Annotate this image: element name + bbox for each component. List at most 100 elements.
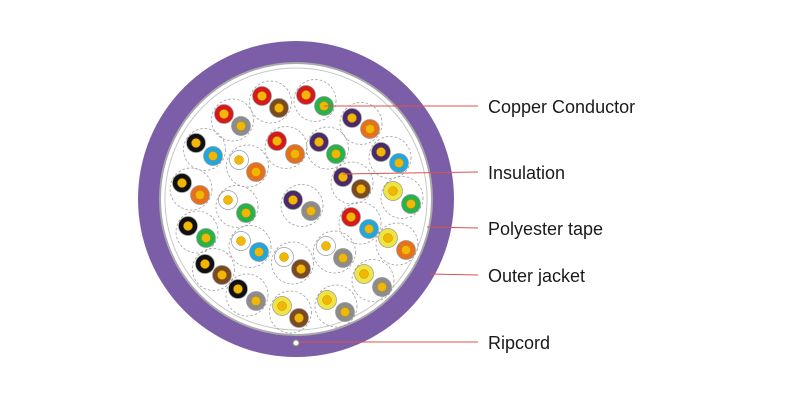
pair-outline	[368, 136, 412, 179]
twisted-pair	[228, 225, 272, 268]
wire-conductor	[331, 149, 341, 159]
wire-conductor	[406, 199, 416, 209]
twisted-pair	[225, 273, 269, 317]
pair-outline	[314, 284, 358, 328]
twisted-pair	[271, 241, 314, 285]
wire-conductor	[236, 236, 246, 246]
wire-conductor	[356, 184, 366, 194]
pair-outline	[175, 210, 219, 254]
wire-conductor	[219, 109, 229, 119]
insulation-leader-line	[342, 171, 479, 175]
pair-outline	[192, 248, 235, 291]
twisted-pair	[215, 185, 259, 228]
twisted-pair	[313, 230, 356, 274]
wire-conductor	[340, 307, 350, 317]
pair-outline	[269, 290, 312, 334]
jacket-leader-line	[429, 273, 479, 276]
wire-conductor	[359, 269, 369, 279]
wire-conductor	[288, 195, 298, 205]
twisted-pair	[226, 144, 269, 188]
wire-conductor	[241, 208, 251, 218]
pair-outline	[225, 273, 269, 317]
wire-conductor	[277, 301, 287, 311]
wire-conductor	[183, 221, 193, 231]
twisted-pair	[306, 126, 349, 170]
wire-conductor	[208, 151, 218, 161]
wire-conductor	[376, 147, 386, 157]
pair-outline	[330, 161, 374, 205]
wire-conductor	[377, 282, 387, 292]
wire-conductor	[388, 186, 398, 196]
pair-outline	[338, 201, 382, 245]
twisted-pair	[380, 176, 424, 219]
wire-conductor	[364, 224, 374, 234]
wire-conductor	[401, 245, 411, 255]
pair-outline	[215, 185, 259, 228]
wire-conductor	[321, 241, 331, 251]
pair-outline	[183, 128, 226, 171]
wire-conductor	[254, 247, 264, 257]
wire-conductor	[383, 233, 393, 243]
ripcord	[292, 339, 300, 347]
pair-outline	[375, 222, 419, 266]
pair-outline	[226, 144, 269, 188]
wire-conductor	[322, 295, 332, 305]
wire-conductor	[201, 233, 211, 243]
pair-outline	[306, 126, 349, 170]
wire-conductor	[177, 178, 187, 188]
twisted-pair	[339, 102, 383, 145]
tape-leader-line	[426, 226, 479, 229]
twisted-pair	[269, 290, 312, 334]
wire-conductor	[195, 190, 205, 200]
label-outer-jacket: Outer jacket	[488, 266, 586, 286]
pair-outline	[280, 184, 324, 227]
wire-conductor	[347, 113, 357, 123]
twisted-pair	[169, 167, 213, 211]
twisted-pair	[249, 80, 292, 124]
wire-conductor	[233, 284, 243, 294]
twisted-pair	[175, 210, 219, 254]
wire-conductor	[394, 158, 404, 168]
pair-outline	[264, 126, 308, 169]
label-insulation: Insulation	[488, 163, 566, 183]
pair-outline	[169, 167, 213, 211]
wire-conductor	[279, 252, 289, 262]
pair-outline	[228, 225, 272, 268]
label-copper-conductor: Copper Conductor	[488, 97, 636, 117]
label-polyester-tape: Polyester tape	[488, 219, 604, 239]
pair-outline	[380, 176, 424, 219]
twisted-pair	[264, 126, 308, 169]
label-ripcord: Ripcord	[488, 333, 551, 353]
pair-outline	[351, 259, 395, 302]
pair-outline	[211, 98, 254, 142]
wire-conductor	[223, 195, 233, 205]
twisted-pair	[211, 98, 254, 142]
wire-conductor	[290, 149, 300, 159]
pair-outline	[339, 102, 383, 145]
twisted-pair	[368, 136, 412, 179]
wire-conductor	[314, 137, 324, 147]
twisted-pair	[351, 259, 395, 302]
twisted-pair	[192, 248, 235, 291]
twisted-pair	[375, 222, 419, 266]
wire-conductor	[200, 259, 210, 269]
twisted-pair	[330, 161, 374, 205]
wire-conductor	[257, 91, 267, 101]
leader-lines	[299, 105, 479, 343]
wire-conductor	[217, 270, 227, 280]
twisted-pair	[280, 184, 324, 227]
wire-conductor	[191, 138, 201, 148]
pair-outline	[313, 230, 356, 274]
wire-conductor	[296, 264, 306, 274]
wire-conductor	[338, 253, 348, 263]
wire-conductor	[365, 124, 375, 134]
wire-conductor	[306, 206, 316, 216]
wire-conductor	[234, 155, 244, 165]
pair-outline	[293, 79, 337, 122]
twisted-pairs	[169, 79, 424, 334]
wire-conductor	[346, 212, 356, 222]
wire-conductor	[301, 90, 311, 100]
wire-conductor	[251, 296, 261, 306]
twisted-pair	[183, 128, 226, 171]
